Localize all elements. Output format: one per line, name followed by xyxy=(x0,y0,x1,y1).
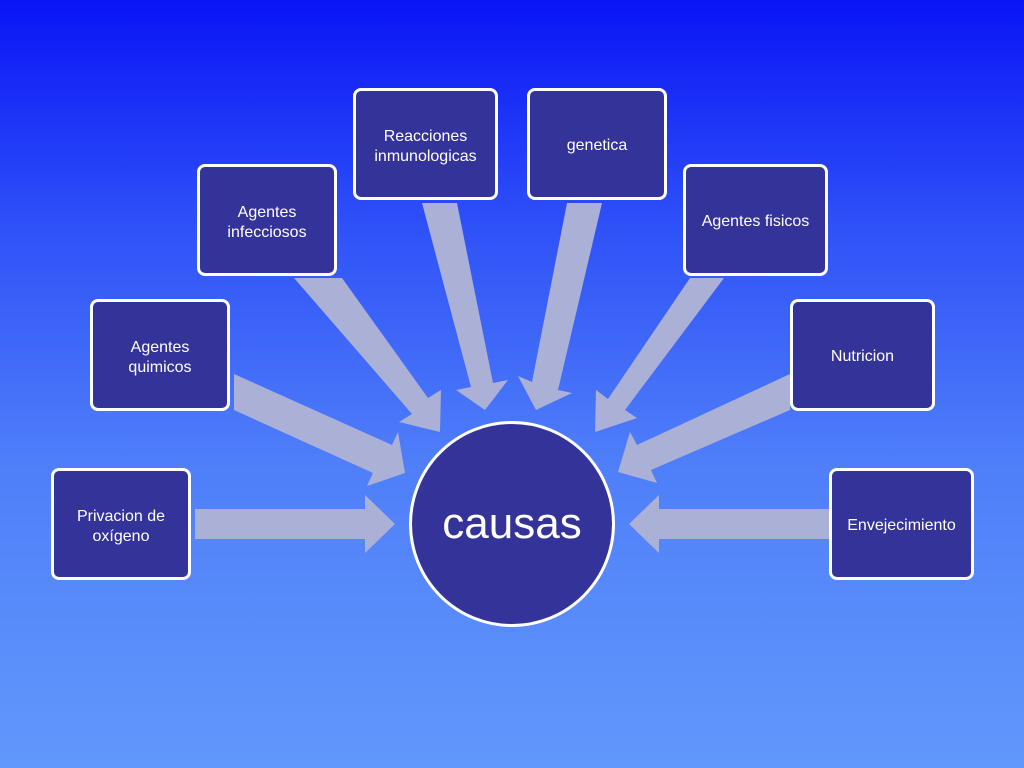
arrow-inmunologicas xyxy=(422,203,508,410)
cause-quimicos-box: Agentes quimicos xyxy=(90,299,230,411)
arrow-genetica xyxy=(518,203,602,410)
cause-fisicos-label: Agentes fisicos xyxy=(701,213,810,230)
cause-privacion-label: Privacion de oxígeno xyxy=(76,508,166,545)
cause-genetica-box: genetica xyxy=(527,88,667,200)
cause-infecciosos-label: Agentes infecciosos xyxy=(227,204,307,241)
cause-quimicos-label: Agentes quimicos xyxy=(128,339,192,376)
cause-nutricion-box: Nutricion xyxy=(790,299,935,411)
arrow-fisicos xyxy=(595,278,724,432)
arrow-nutricion xyxy=(618,374,790,483)
cause-infecciosos-box: Agentes infecciosos xyxy=(197,164,337,276)
center-causas-circle: causas xyxy=(409,421,615,627)
arrow-envejecimiento xyxy=(629,495,829,553)
cause-genetica-label: genetica xyxy=(566,137,628,154)
cause-fisicos-box: Agentes fisicos xyxy=(683,164,828,276)
cause-nutricion-label: Nutricion xyxy=(830,348,895,365)
cause-envejecimiento-box: Envejecimiento xyxy=(829,468,974,580)
arrow-infecciosos xyxy=(294,278,441,432)
cause-privacion-box: Privacion de oxígeno xyxy=(51,468,191,580)
arrow-privacion xyxy=(195,495,395,553)
center-causas-label: causas xyxy=(442,499,582,548)
cause-envejecimiento-label: Envejecimiento xyxy=(847,517,956,534)
cause-inmunologicas-label: Reacciones inmunologicas xyxy=(374,128,477,165)
cause-inmunologicas-box: Reacciones inmunologicas xyxy=(353,88,498,200)
arrow-quimicos xyxy=(234,374,405,486)
